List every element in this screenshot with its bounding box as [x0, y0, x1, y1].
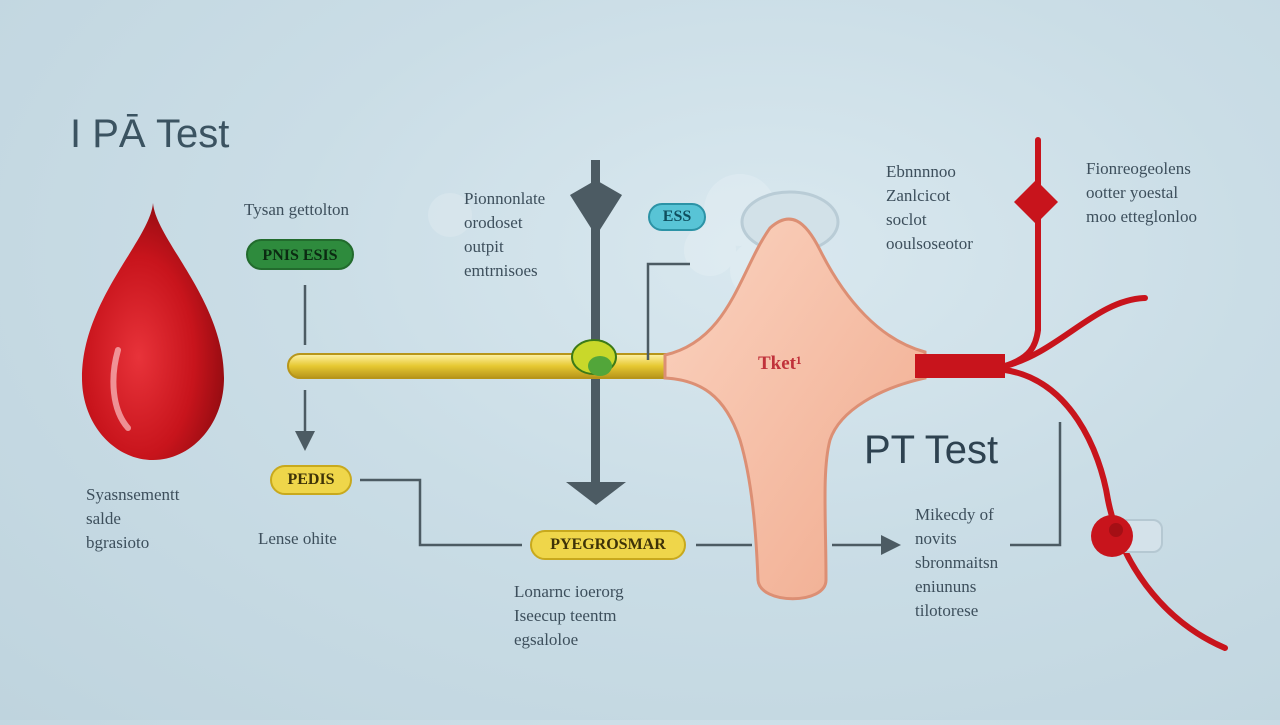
text-line: Pionnonlate [464, 189, 546, 208]
text-line: ootter yoestal [1086, 183, 1179, 202]
text-line: tilotorese [915, 601, 979, 620]
text-line: Lonarnc ioerorg [514, 582, 624, 601]
text-line: bgrasioto [86, 533, 150, 552]
text-line: Iseecup teentm [514, 606, 617, 625]
text-line: Mikecdy of [915, 505, 994, 524]
text-line: Ebnnnnoo [886, 162, 956, 181]
text-block-left: Syasnsementt salde bgrasioto [86, 483, 180, 555]
text-line: moo etteglonloo [1086, 207, 1197, 226]
caption-top-left: Tysan gettolton [244, 200, 350, 219]
text-line: ooulsoseotor [886, 234, 973, 253]
text-line: outpit [464, 237, 504, 256]
diagram-title-right: PT Test [864, 428, 999, 472]
badge-green: PNIS ESIS [246, 239, 354, 270]
text-line: emtrnisoes [464, 261, 538, 280]
text-block-top-right-a: Ebnnnnoo Zanlcicot soclot ooulsoseotor [886, 160, 973, 256]
text-line: salde [86, 509, 121, 528]
text-block-right-mid: Mikecdy of novits sbronmaitsn eniununs t… [915, 503, 998, 623]
sensor-icon [1091, 515, 1163, 557]
text-block-top-right-b: Fionreogeolens ootter yoestal moo ettegl… [1086, 157, 1197, 229]
text-line: egsaloloe [514, 630, 579, 649]
blood-drop-icon [82, 203, 224, 460]
badge-yellow-large: PYEGROSMAR [530, 530, 686, 560]
text-block-top-center: Pionnonlate orodoset outpit emtrnisoes [464, 187, 545, 283]
text-line: orodoset [464, 213, 523, 232]
caption-lower-left: Lense ohite [258, 529, 337, 548]
text-line: soclot [886, 210, 927, 229]
diagram-title-left: I PĀ Test [70, 112, 230, 156]
text-line: Syasnsementt [86, 485, 180, 504]
blood-vessel [915, 137, 1228, 651]
text-line: eniununs [915, 577, 977, 596]
badge-yellow-small: PEDIS [270, 465, 352, 495]
vertical-probe-arrow [566, 160, 626, 505]
text-line: Fionreogeolens [1086, 159, 1191, 178]
text-line: Zanlcicot [886, 186, 951, 205]
capillary-tube [287, 339, 679, 379]
tissue-shape [663, 190, 927, 601]
tissue-label: Tket¹ [758, 353, 802, 374]
text-line: sbronmaitsn [915, 553, 999, 572]
badge-blue: ESS [648, 203, 706, 231]
text-line: novits [915, 529, 957, 548]
connectors [295, 262, 1062, 555]
text-block-bottom-center: Lonarnc ioerorg Iseecup teentm egsaloloe [514, 580, 624, 652]
